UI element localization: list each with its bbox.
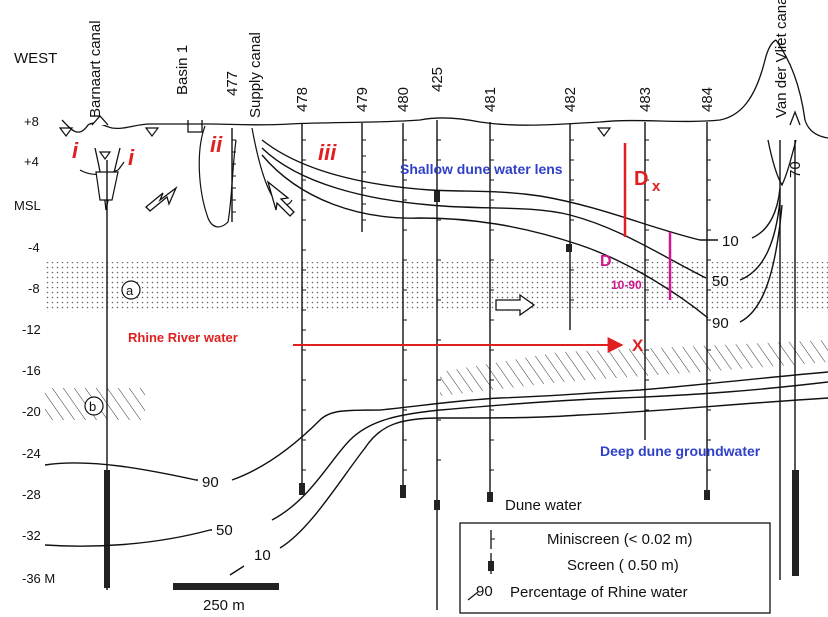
well-label: 477 — [224, 71, 241, 96]
layer-label-b: b — [84, 396, 104, 416]
rhine-end-x-label: X — [632, 336, 644, 355]
depth-tick: -24 — [22, 446, 41, 461]
legend-percentage: Percentage of Rhine water — [510, 584, 688, 601]
upper-x-label: x — [652, 178, 661, 195]
depth-tick: -36 M — [22, 571, 55, 586]
miniscreen-ticks — [232, 139, 711, 471]
layer-label-a: a — [121, 280, 141, 300]
depth-axis: WEST +8 +4 MSL -4 -8 -12 -16 -20 -24 -28… — [14, 50, 57, 586]
well-label: 480 — [395, 87, 412, 112]
zone-label-i-west: i — [72, 138, 79, 163]
contour-10-upper — [261, 139, 718, 241]
water-table-markers — [58, 127, 612, 161]
lower-d-label: D — [600, 253, 612, 270]
contour-label: 90 — [202, 474, 219, 491]
legend-screen: Screen ( 0.50 m) — [567, 557, 679, 574]
direction-label: WEST — [14, 50, 57, 67]
ground-surface — [61, 39, 828, 211]
contour-label: 50 — [712, 273, 729, 290]
rhine-river-water-label: Rhine River water — [128, 330, 238, 345]
contour-10-lower — [229, 397, 828, 576]
well-labels: 477 478 479 480 425 481 482 483 484 70 — [224, 67, 804, 178]
depth-tick: +8 — [24, 114, 39, 129]
well-label: 484 — [699, 87, 716, 112]
upper-d-label: D — [634, 168, 648, 190]
contour-lines — [44, 139, 828, 576]
basin-1-label: Basin 1 — [174, 45, 191, 95]
deep-dune-groundwater-label: Deep dune groundwater — [600, 443, 761, 459]
contour-50-lower — [44, 381, 828, 547]
svg-text:a: a — [126, 283, 134, 298]
scale-bar-label: 250 m — [203, 597, 245, 614]
zone-label-i-east: i — [128, 145, 135, 170]
depth-tick: +4 — [24, 154, 39, 169]
well-label: 481 — [482, 87, 499, 112]
depth-tick: -28 — [22, 487, 41, 502]
zone-label-ii: ii — [210, 132, 223, 157]
zone-label-iii: iii — [318, 140, 337, 165]
van-der-vliet-canal-label: Van der Vliet canal — [773, 0, 790, 118]
well-label: 478 — [294, 87, 311, 112]
legend-miniscreen: Miniscreen (< 0.02 m) — [547, 531, 692, 548]
dune-water-label: Dune water — [505, 497, 582, 514]
contour-90-upper — [261, 154, 709, 319]
contour-label: 50 — [216, 522, 233, 539]
depth-tick: -4 — [28, 240, 40, 255]
depth-tick: -8 — [28, 281, 40, 296]
legend-box: Miniscreen (< 0.02 m) Screen ( 0.50 m) 9… — [459, 522, 771, 614]
contour-label: 10 — [722, 233, 739, 250]
svg-text:b: b — [89, 399, 96, 414]
depth-tick: -32 — [22, 528, 41, 543]
shallow-dune-water-lens-label: Shallow dune water lens — [400, 161, 563, 177]
contour-10-upper-east — [751, 187, 781, 239]
well-label: 425 — [429, 67, 446, 92]
legend-percentage-symbol: 90 — [476, 583, 493, 600]
scale-bar: 250 m — [173, 583, 279, 614]
depth-tick: -12 — [22, 322, 41, 337]
lower-range-label: 10-90 — [611, 278, 642, 292]
contour-label: 90 — [712, 315, 729, 332]
depth-tick: -20 — [22, 404, 41, 419]
canal-drain-shapes — [79, 125, 293, 228]
contour-90-upper-east — [739, 204, 783, 323]
depth-tick: -16 — [22, 363, 41, 378]
well-label: 483 — [637, 87, 654, 112]
contour-50-upper — [261, 147, 707, 279]
flow-arrows — [91, 110, 801, 317]
well-label: 479 — [354, 87, 371, 112]
contour-label: 10 — [254, 547, 271, 564]
well-screens — [104, 190, 799, 588]
aquitard-b-hatched-band-east — [440, 340, 828, 396]
contour-90-lower — [44, 371, 828, 481]
barnaart-canal-label: Barnaart canal — [87, 20, 104, 118]
well-label: 70 — [787, 161, 804, 178]
contour-50-upper-east — [739, 199, 781, 281]
well-label: 482 — [562, 87, 579, 112]
depth-tick: MSL — [14, 198, 41, 213]
place-labels: Barnaart canal Basin 1 Supply canal Van … — [87, 0, 790, 118]
supply-canal-label: Supply canal — [247, 32, 264, 118]
